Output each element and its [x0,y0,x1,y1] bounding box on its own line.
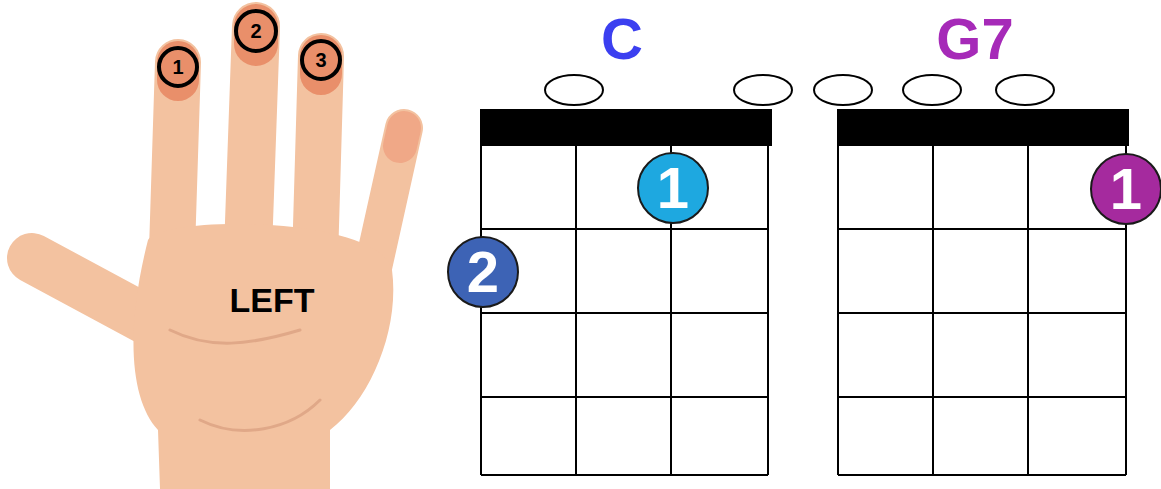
chord-name: C [601,4,643,74]
ring-finger [315,56,321,260]
string [480,145,482,475]
chord-chart: G71 [828,0,1138,482]
string [575,145,577,475]
finger-number: 1 [657,153,689,223]
palm-crease [200,400,320,430]
open-string [903,75,961,105]
fret [838,396,1126,398]
palm-crease [170,330,300,343]
fret [838,474,1126,476]
nut [838,110,1128,145]
finger-number: 2 [250,21,261,41]
string [932,145,934,475]
finger-number: 1 [1110,154,1142,224]
string [1027,145,1029,475]
chord-chart: C 1 2 [470,0,780,482]
finger-number: 1 [157,46,199,88]
fret [481,474,768,476]
finger-number: 1 [172,57,183,77]
finger-dot: 1 [637,152,709,224]
fret [481,396,768,398]
c-chord-grid [481,75,792,475]
finger-dot: 2 [447,236,519,308]
index-finger [172,62,178,250]
open-string [734,75,792,105]
fret [838,228,1126,230]
open-string [545,75,603,105]
left-hand [32,26,404,489]
open-string [996,75,1054,105]
fret [481,228,768,230]
nut [481,110,771,145]
finger-number: 3 [300,39,342,81]
chord-name: G7 [936,4,1013,74]
fret [481,312,768,314]
string [767,145,769,475]
g7-chord-grid [814,75,1128,475]
finger-number: 3 [315,50,326,70]
fingertip [400,128,404,146]
hand-label: LEFT [230,281,315,320]
string [837,145,839,475]
finger-dot: 1 [1090,153,1161,225]
finger-number: 2 [234,9,278,53]
middle-finger [248,26,256,250]
fret [838,312,1126,314]
open-string [814,75,872,105]
palm [133,224,393,489]
finger-number: 2 [467,237,499,307]
